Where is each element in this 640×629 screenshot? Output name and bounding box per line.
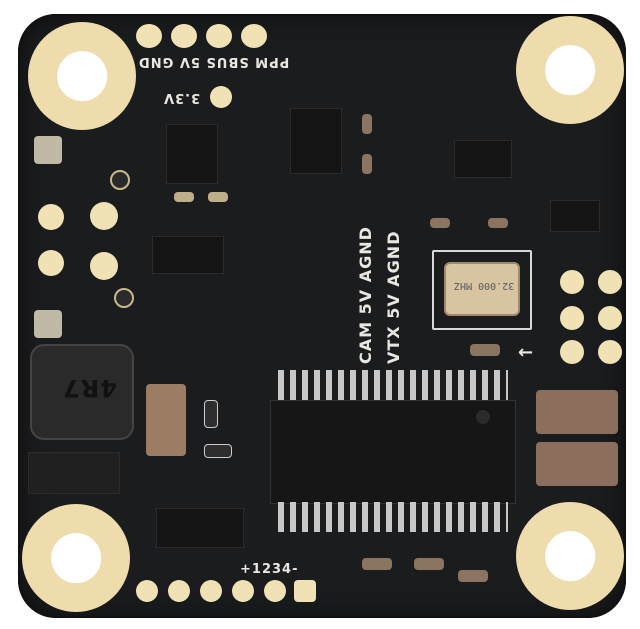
smd-12	[204, 444, 232, 458]
pad-5v	[206, 24, 232, 48]
arrow-marker: ←	[518, 342, 535, 363]
bottom-pad-3	[232, 580, 254, 602]
smd-7	[470, 344, 500, 356]
top-pad-labels: PPM SBUS 5V GND	[138, 54, 290, 69]
square-pad-2	[34, 310, 62, 338]
bottom-pad-4	[264, 580, 286, 602]
pad-gnd	[241, 24, 267, 48]
flight-controller-pcb: PPM SBUS 5V GND 3.3V 4R7 CAM 5V AGND VTX…	[18, 14, 626, 618]
smd-10	[458, 570, 488, 582]
mounting-hole-top-left	[28, 22, 136, 130]
bottom-pad-2	[200, 580, 222, 602]
crystal-marking: 32.000 MHZ	[454, 280, 515, 291]
capacitor-tan	[146, 384, 186, 456]
test-pad	[210, 86, 232, 108]
mounting-hole-top-right	[516, 16, 624, 124]
transistor-top-right	[454, 140, 512, 178]
crystal	[444, 262, 520, 316]
inductor	[30, 344, 134, 440]
regulator-bottom	[156, 508, 244, 548]
side-pad-4	[90, 252, 118, 280]
bottom-pad-minus	[294, 580, 316, 602]
smd-2	[208, 192, 228, 202]
crystal-outline	[432, 250, 532, 330]
mounting-hole-bottom-left	[22, 504, 130, 612]
smd-4	[362, 154, 372, 174]
vtx-label: VTX 5V AGND	[384, 230, 403, 364]
smd-1	[174, 192, 194, 202]
capacitor-right-2	[536, 442, 618, 486]
via-1	[110, 170, 130, 190]
cam-label: CAM 5V AGND	[356, 226, 375, 364]
inductor-marking: 4R7	[62, 374, 117, 402]
bottom-pad-1	[168, 580, 190, 602]
right-pad-4	[598, 306, 622, 330]
bottom-pad-labels: +1234-	[240, 562, 299, 577]
via-2	[114, 288, 134, 308]
ic-pin1-marker	[476, 410, 490, 424]
transistor-right	[550, 200, 600, 232]
pad-ppm	[136, 24, 162, 48]
right-pad-1	[560, 270, 584, 294]
transistor-left	[152, 236, 224, 274]
regulator-label: 3.3V	[163, 90, 201, 105]
regulator-chip-2	[290, 108, 342, 174]
bottom-pad-plus	[136, 580, 158, 602]
right-pad-2	[598, 270, 622, 294]
smd-11	[204, 400, 218, 428]
side-pad-3	[38, 250, 64, 276]
mounting-hole-bottom-right	[516, 502, 624, 610]
regulator-chip-1	[166, 124, 218, 184]
side-pad-2	[90, 202, 118, 230]
right-pad-5	[560, 340, 584, 364]
square-pad-1	[34, 136, 62, 164]
smd-9	[414, 558, 444, 570]
right-pad-6	[598, 340, 622, 364]
smd-6	[488, 218, 508, 228]
ic-legs-bottom	[278, 502, 508, 532]
ic-legs-top	[278, 370, 508, 400]
right-pad-3	[560, 306, 584, 330]
side-pad-1	[38, 204, 64, 230]
capacitor-right-1	[536, 390, 618, 434]
smd-5	[430, 218, 450, 228]
smd-3	[362, 114, 372, 134]
diode	[28, 452, 120, 494]
pad-sbus	[171, 24, 197, 48]
smd-8	[362, 558, 392, 570]
